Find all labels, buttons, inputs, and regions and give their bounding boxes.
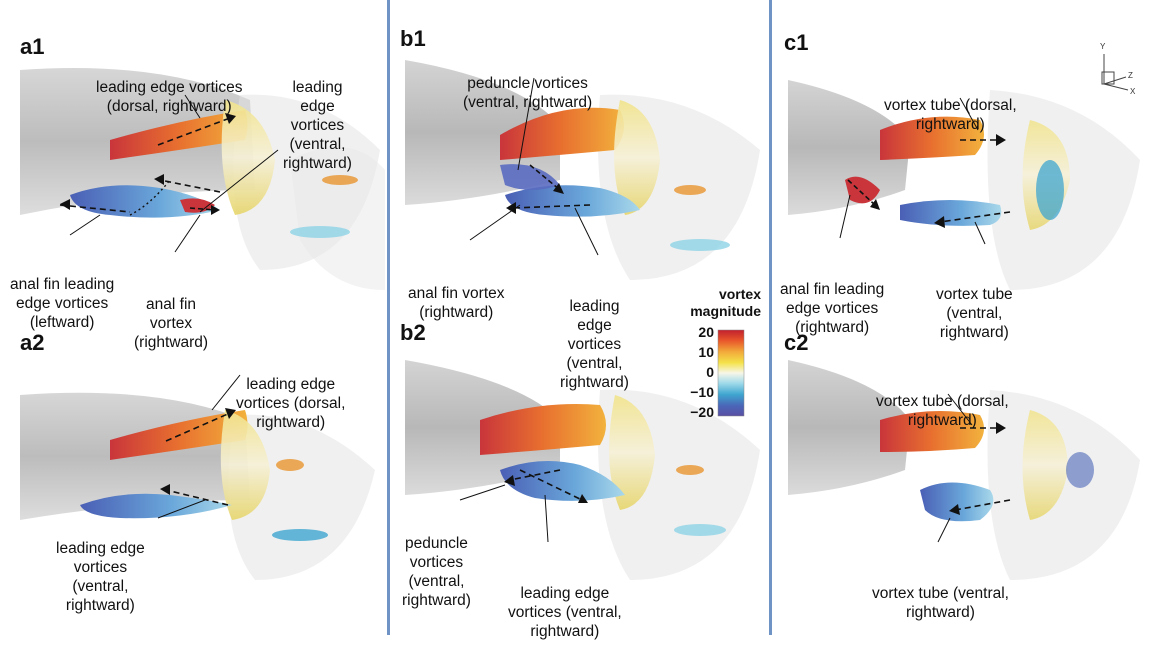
annotation-b1-peduncle-vortices: peduncle vortices(ventral, rightward) — [463, 75, 593, 111]
colorbar-tick-0: 0 — [706, 364, 714, 380]
panel-label-a1: a1 — [20, 34, 45, 59]
vortex-figure — [20, 54, 1140, 580]
axis-label-x: X — [1130, 87, 1136, 96]
colorbar-tick-20: 20 — [698, 324, 714, 340]
colorbar-tick-minus20: −20 — [690, 404, 714, 420]
panel-a1-flow — [20, 68, 385, 290]
annotation-b1-anal-fin-vortex: anal fin vortex(rightward) — [408, 285, 505, 321]
panel-c2-flow — [788, 360, 1140, 580]
panel-label-c1: c1 — [784, 30, 809, 55]
annotation-c2-vortex-tube-ventral: vortex tube (ventral,rightward) — [872, 585, 1009, 621]
panel-label-a2: a2 — [20, 330, 45, 355]
divider-right — [769, 0, 772, 635]
panel-a2-flow — [20, 374, 375, 580]
colorbar-tick-10: 10 — [698, 344, 714, 360]
axis-label-y: Y — [1100, 42, 1106, 51]
annotation-c2-vortex-tube-dorsal: vortex tube (dorsal,rightward) — [876, 393, 1009, 429]
colorbar-gradient — [717, 329, 745, 417]
panel-label-c2: c2 — [784, 330, 809, 355]
annotation-c1-vortex-tube-dorsal: vortex tube (dorsal,rightward) — [884, 97, 1017, 133]
panel-b1-flow — [405, 60, 760, 280]
panel-label-b1: b1 — [400, 26, 426, 51]
annotation-a1-dorsal-le-vortices: leading edge vortices(dorsal, rightward) — [96, 79, 243, 115]
axis-triad — [1101, 54, 1129, 91]
panel-label-b2: b2 — [400, 320, 426, 345]
annotation-c1-vortex-tube-ventral: vortex tube(ventral,rightward) — [936, 286, 1013, 341]
panel-c1-flow — [788, 80, 1140, 290]
axis-label-z: Z — [1128, 71, 1133, 80]
panel-b2-flow — [405, 360, 760, 580]
divider-left — [387, 0, 390, 635]
colorbar-tick-minus10: −10 — [690, 384, 714, 400]
